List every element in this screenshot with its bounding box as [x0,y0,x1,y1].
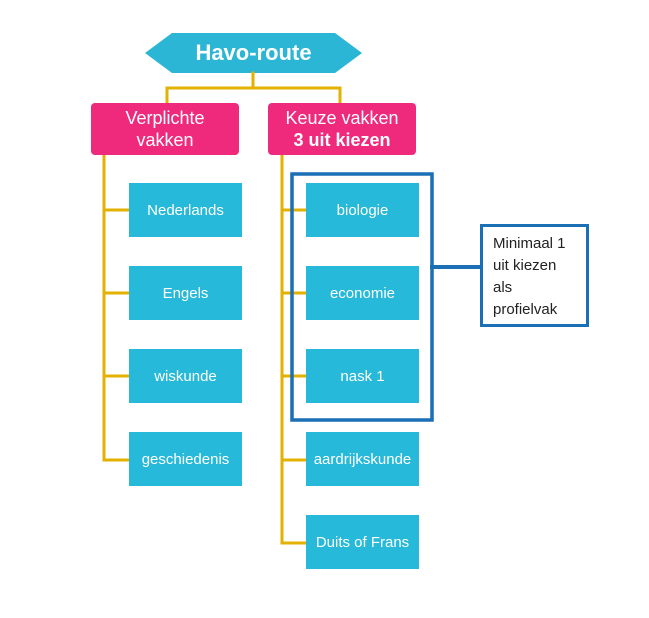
category-electives-line2: 3 uit kiezen [293,130,391,150]
subject-biologie: biologie [306,183,419,237]
category-mandatory: Verplichte vakken [91,103,239,155]
subject-geschiedenis: geschiedenis [129,432,242,486]
category-electives: Keuze vakken 3 uit kiezen [268,103,416,155]
subject-economie: economie [306,266,419,320]
note-line: profielvak [493,301,558,318]
subject-nederlands: Nederlands [129,183,242,237]
subject-aardrijkskunde: aardrijkskunde [306,432,419,486]
note-line: Minimaal 1 [493,235,566,252]
category-mandatory-line2: vakken [136,130,194,150]
root-hexagon [145,33,362,73]
root-node: Havo-route [195,40,312,65]
category-electives-line1: Keuze vakken [285,108,399,128]
subject-wiskunde: wiskunde [129,349,242,403]
profielvak-group-box [290,172,434,422]
category-mandatory-line1: Verplichte [125,108,205,128]
subject-duits-of-frans: Duits of Frans [306,515,419,569]
note-line: uit kiezen [493,257,557,274]
note-line: als [493,279,513,296]
subject-engels: Engels [129,266,242,320]
profielvak-note: Minimaal 1 uit kiezen als profielvak [480,224,589,327]
subject-nask-1: nask 1 [306,349,419,403]
